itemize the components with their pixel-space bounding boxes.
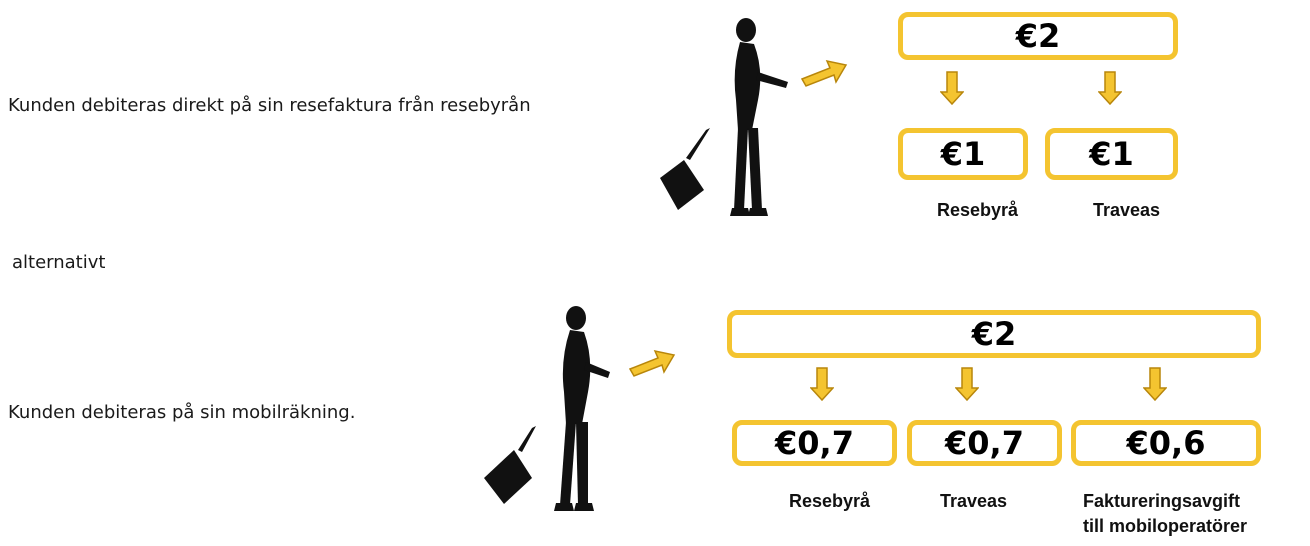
scenario1-split-box-1: €1 <box>898 128 1028 180</box>
scenario2-split-box-3: €0,6 <box>1071 420 1261 466</box>
right-arrow-icon <box>800 59 848 87</box>
scenario2-split-label-1: Resebyrå <box>789 491 871 511</box>
right-arrow-icon <box>628 349 676 377</box>
down-arrow-icon <box>1098 71 1122 106</box>
traveler-silhouette-icon <box>484 306 610 511</box>
scenario2-split-label-2: Traveas <box>940 491 1008 511</box>
scenario1-description: Kunden debiteras direkt på sin resefaktu… <box>8 95 531 116</box>
scenario2-description: Kunden debiteras på sin mobilräkning. <box>8 402 356 423</box>
traveler-silhouette-icon <box>660 18 788 216</box>
scenario2-split-box-2: €0,7 <box>907 420 1062 466</box>
scenario2-split-label-3-line1: Faktureringsavgift <box>1083 491 1241 511</box>
scenario2-total-box: €2 <box>727 310 1261 358</box>
down-arrow-icon <box>940 71 964 106</box>
scenario2-split-label-3-line2: till mobiloperatörer <box>1083 516 1248 536</box>
down-arrow-icon <box>1143 367 1167 402</box>
separator-text: alternativt <box>12 252 106 273</box>
scenario1-split-label-2: Traveas <box>1093 200 1161 220</box>
scenario1-split-label-1: Resebyrå <box>937 200 1019 220</box>
scenario1-total-box: €2 <box>898 12 1178 60</box>
scenario2-split-box-1: €0,7 <box>732 420 897 466</box>
down-arrow-icon <box>955 367 979 402</box>
scenario1-split-box-2: €1 <box>1045 128 1178 180</box>
down-arrow-icon <box>810 367 834 402</box>
